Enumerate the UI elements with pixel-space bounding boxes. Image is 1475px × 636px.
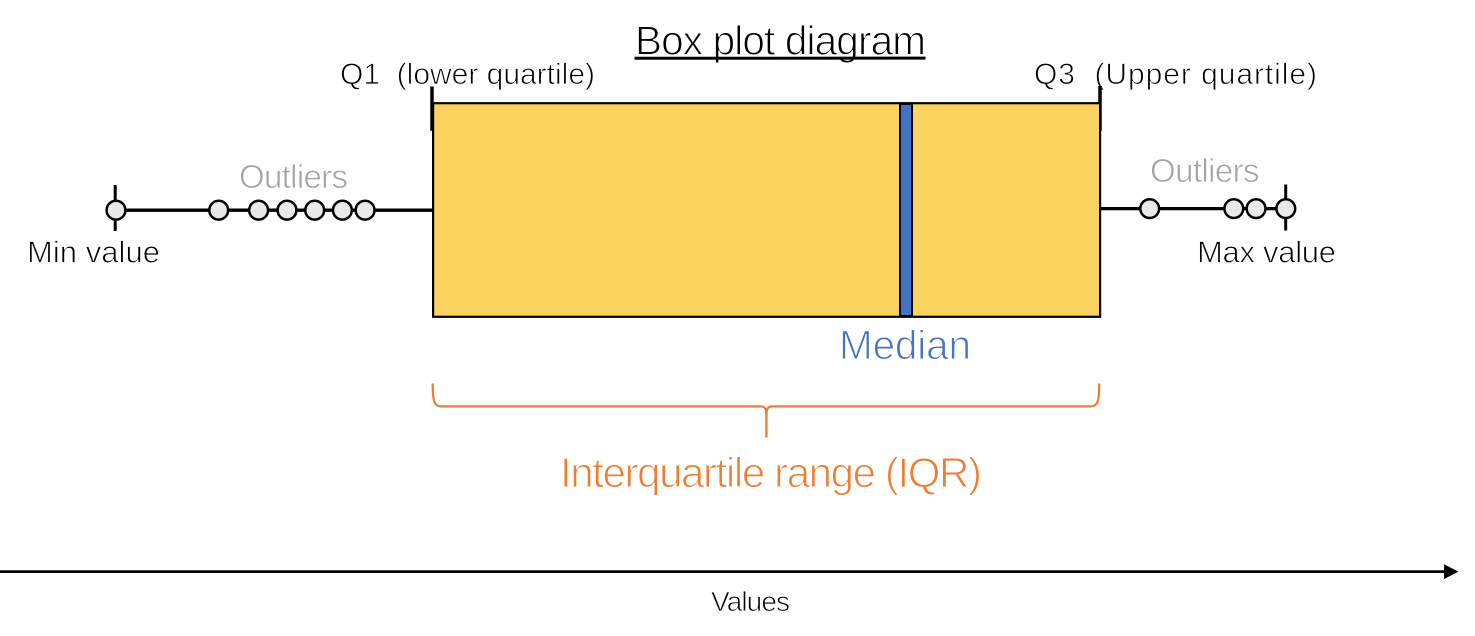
svg-text:Box plot diagram: Box plot diagram <box>635 18 926 64</box>
svg-text:Outliers: Outliers <box>1150 152 1260 189</box>
svg-text:Interquartile range (IQR): Interquartile range (IQR) <box>560 449 982 496</box>
svg-text:Q3 (Upper quartile): Q3 (Upper quartile) <box>1034 58 1317 91</box>
svg-text:Outliers: Outliers <box>239 158 348 195</box>
svg-text:Q1 (lower quartile): Q1 (lower quartile) <box>340 58 595 91</box>
svg-text:Max value: Max value <box>1197 235 1336 270</box>
svg-text:Median: Median <box>839 322 971 368</box>
svg-text:Values: Values <box>711 586 790 617</box>
svg-text:Min value: Min value <box>27 235 160 270</box>
